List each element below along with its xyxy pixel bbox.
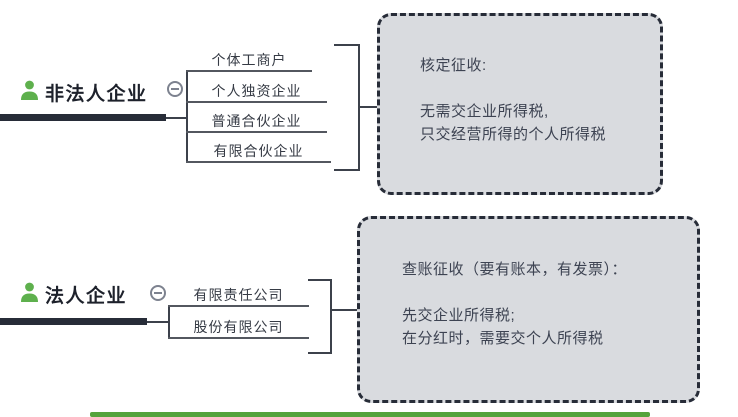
children-group-line: [186, 71, 188, 163]
note-box-legal[interactable]: [357, 216, 700, 403]
note-box-nonlegal[interactable]: [377, 13, 663, 195]
child-node-label[interactable]: 个体工商户: [211, 52, 287, 68]
child-node-label[interactable]: 个人独资企业: [211, 83, 302, 99]
root-underline: [0, 318, 147, 325]
bracket-bottom-stub: [308, 352, 332, 354]
root-node-label-nonlegal[interactable]: 非法人企业: [45, 84, 148, 105]
branch-connector-line: [166, 117, 187, 119]
collapse-minus-button[interactable]: [150, 285, 166, 301]
note-connector-line: [332, 309, 366, 311]
child-underline: [186, 131, 327, 133]
note-title: 核定征收:: [420, 57, 487, 74]
child-underline: [168, 305, 309, 307]
bracket-line: [358, 44, 360, 171]
bracket-line: [330, 279, 332, 354]
child-underline: [168, 337, 309, 339]
note-body: 无需交企业所得税, 只交经营所得的个人所得税: [420, 103, 607, 143]
child-node-label[interactable]: 有限合伙企业: [213, 143, 304, 159]
collapse-minus-button[interactable]: [167, 81, 183, 97]
child-node-label[interactable]: 股份有限公司: [193, 319, 284, 335]
child-underline: [186, 70, 312, 72]
person-icon: [21, 80, 38, 100]
person-icon: [21, 282, 38, 302]
note-connector-line: [360, 106, 385, 108]
minus-icon: [154, 292, 162, 294]
root-node-label-legal[interactable]: 法人企业: [45, 286, 128, 307]
branch-connector-line: [147, 321, 168, 323]
note-title: 查账征收（要有账本，有发票）：: [402, 261, 628, 278]
root-underline: [0, 114, 166, 121]
children-group-line: [168, 305, 170, 339]
child-node-label[interactable]: 有限责任公司: [193, 287, 284, 303]
child-underline: [186, 161, 331, 163]
child-underline: [186, 101, 327, 103]
bottom-accent-bar: [90, 412, 650, 417]
bracket-bottom-stub: [334, 169, 360, 171]
bracket-top-stub: [334, 44, 360, 46]
note-body: 先交企业所得税; 在分红时，需要交个人所得税: [402, 307, 604, 347]
bracket-top-stub: [308, 279, 332, 281]
child-node-label[interactable]: 普通合伙企业: [211, 113, 302, 129]
minus-icon: [171, 88, 179, 90]
